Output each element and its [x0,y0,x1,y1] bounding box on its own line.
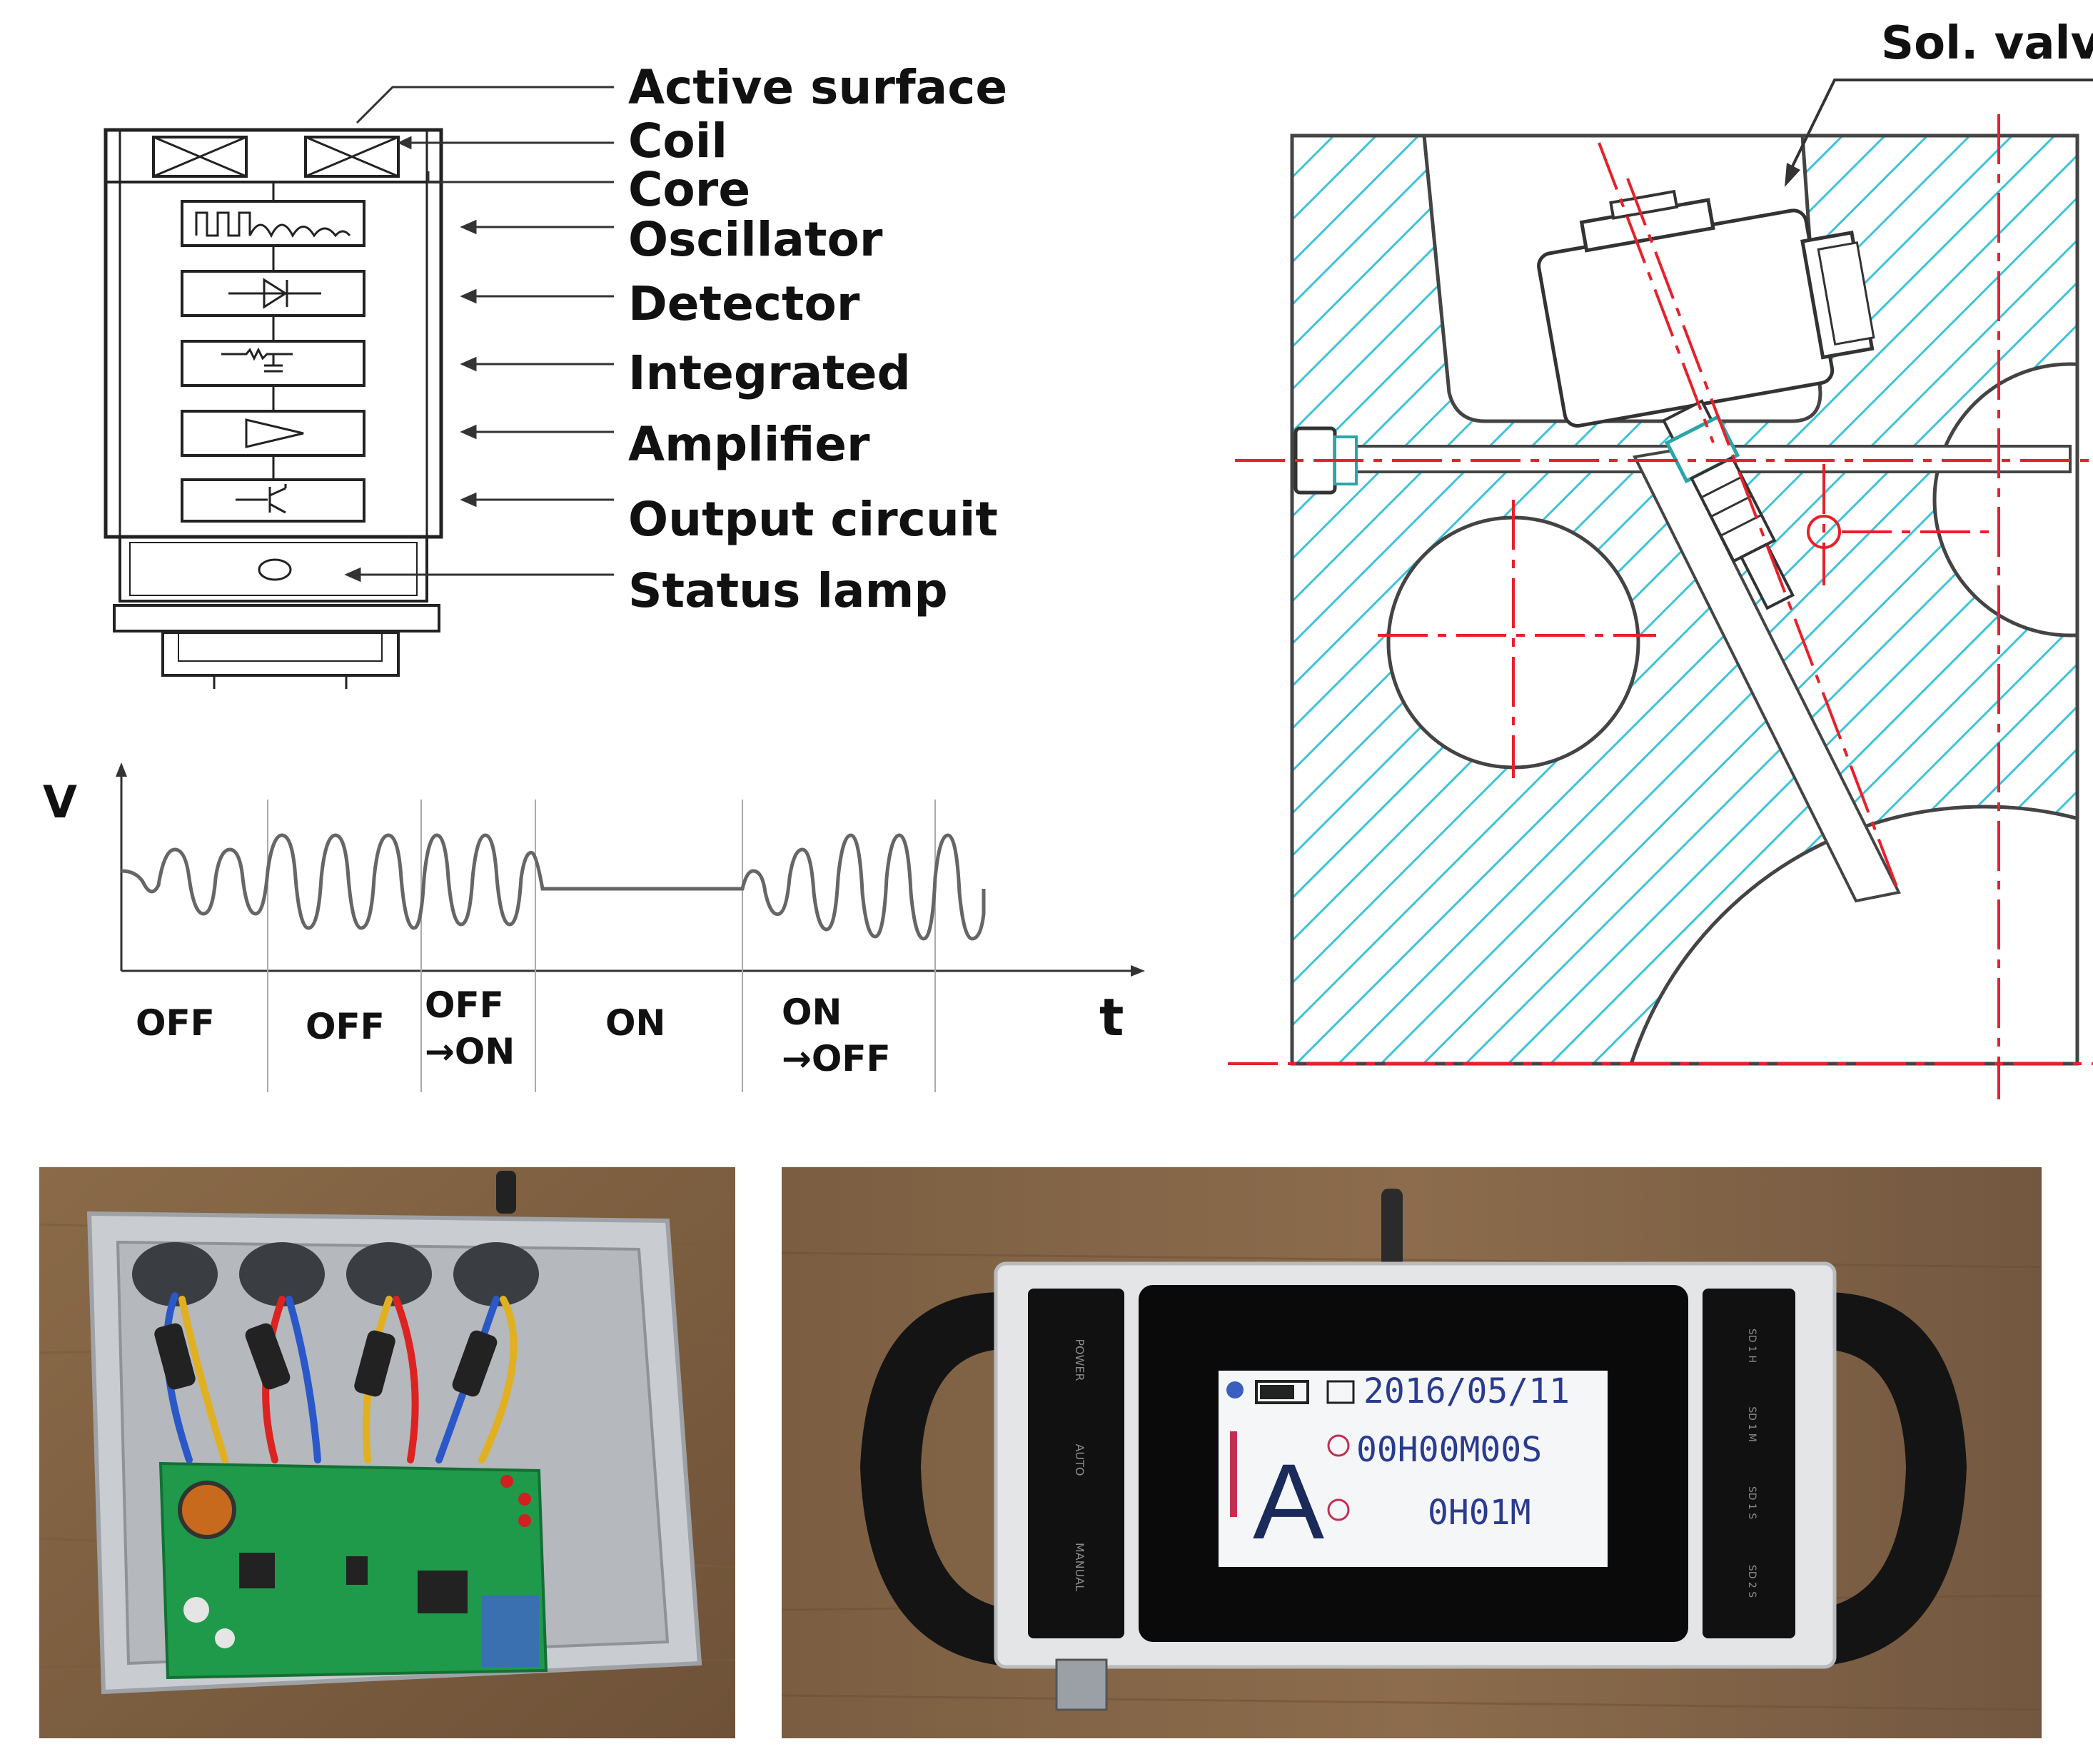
state-label-1: OFF [136,1002,215,1044]
x-axis-label: t [1099,987,1124,1047]
sensor-diagram: Active surface Coil Core Oscillator Dete… [104,60,1007,689]
state-label-3b: →ON [425,1031,515,1072]
level-bar [1230,1431,1237,1517]
bore-bottom [1629,805,2077,1064]
connector [1055,1658,1108,1711]
state-label-5: ON [782,992,842,1033]
left-button-panel [1028,1289,1124,1638]
status-icon [1226,1381,1244,1398]
state-label-2: OFF [306,1006,385,1047]
clock-icon [1327,1434,1350,1457]
controller-photo: POWER AUTO MANUAL SD 1 H SD 1 M SD 1 S S… [782,1167,2042,1738]
status-lamp-block [118,535,428,603]
calendar-icon [1326,1380,1355,1404]
oscillator-block [181,200,365,247]
left-handle [860,1292,1017,1667]
inductor [178,1481,236,1539]
state-label-3: OFF [425,984,504,1026]
waveform-panel: V t OFF OFF OFF →ON ON ON →OFF [0,735,1156,1114]
state-label-4: ON [605,1002,665,1044]
right-handle [1810,1292,1967,1667]
sd1h-button[interactable]: SD 1 H [1746,1329,1757,1363]
coil-block [152,136,400,178]
controller-antenna [1381,1189,1403,1267]
sensor-diagram-panel: Active surface Coil Core Oscillator Dete… [0,0,1156,714]
label-detector: Detector [628,276,860,331]
lcd-mode: A [1253,1441,1324,1561]
state-dividers [267,800,936,1092]
sd1s-button[interactable]: SD 1 S [1746,1486,1757,1519]
label-coil: Coil [628,114,727,168]
lcd-date: 2016/05/11 [1363,1371,1570,1411]
bore-right [1932,362,2077,637]
valve-cross-section: Sol. valve [1228,17,2093,1099]
label-core: Core [628,162,750,217]
solenoid-valve [1293,189,1875,610]
label-status-lamp: Status lamp [628,563,948,618]
amplifier-block [181,410,365,457]
clock-icon-2 [1327,1498,1350,1521]
state-labels: OFF OFF OFF →ON ON ON →OFF [136,984,891,1079]
right-button-panel [1703,1289,1795,1638]
waveform-diagram: V t OFF OFF OFF →ON ON ON →OFF [43,762,1145,1092]
label-output-circuit: Output circuit [628,492,998,547]
detector-block [181,270,365,317]
output-circuit-block [181,478,365,523]
antenna [496,1171,516,1214]
valve-drawing-panel: Sol. valve [1214,0,2093,1114]
label-active-surface: Active surface [628,60,1007,115]
label-amplifier: Amplifier [628,417,870,472]
wifi-module [482,1596,539,1667]
oscillation-waveform [121,833,986,941]
state-label-5b: →OFF [782,1038,891,1079]
label-integrated: Integrated [628,346,911,400]
label-oscillator: Oscillator [628,212,883,267]
lcd-timer-1: 00H00M00S [1356,1430,1542,1470]
sd1m-button[interactable]: SD 1 M [1746,1406,1757,1442]
sd2s-button[interactable]: SD 2 S [1746,1565,1757,1598]
battery-icon [1255,1380,1309,1404]
lcd-timer-2: 0H01M [1428,1493,1531,1533]
integrated-block [181,340,365,387]
auto-button[interactable]: AUTO [1073,1443,1086,1476]
valve-label: Sol. valve [1881,17,2093,70]
manual-button[interactable]: MANUAL [1073,1543,1086,1591]
power-button[interactable]: POWER [1073,1339,1086,1381]
pcb-enclosure-photo [39,1167,735,1738]
centerlines [1228,114,2093,1099]
y-axis-label: V [43,776,77,828]
